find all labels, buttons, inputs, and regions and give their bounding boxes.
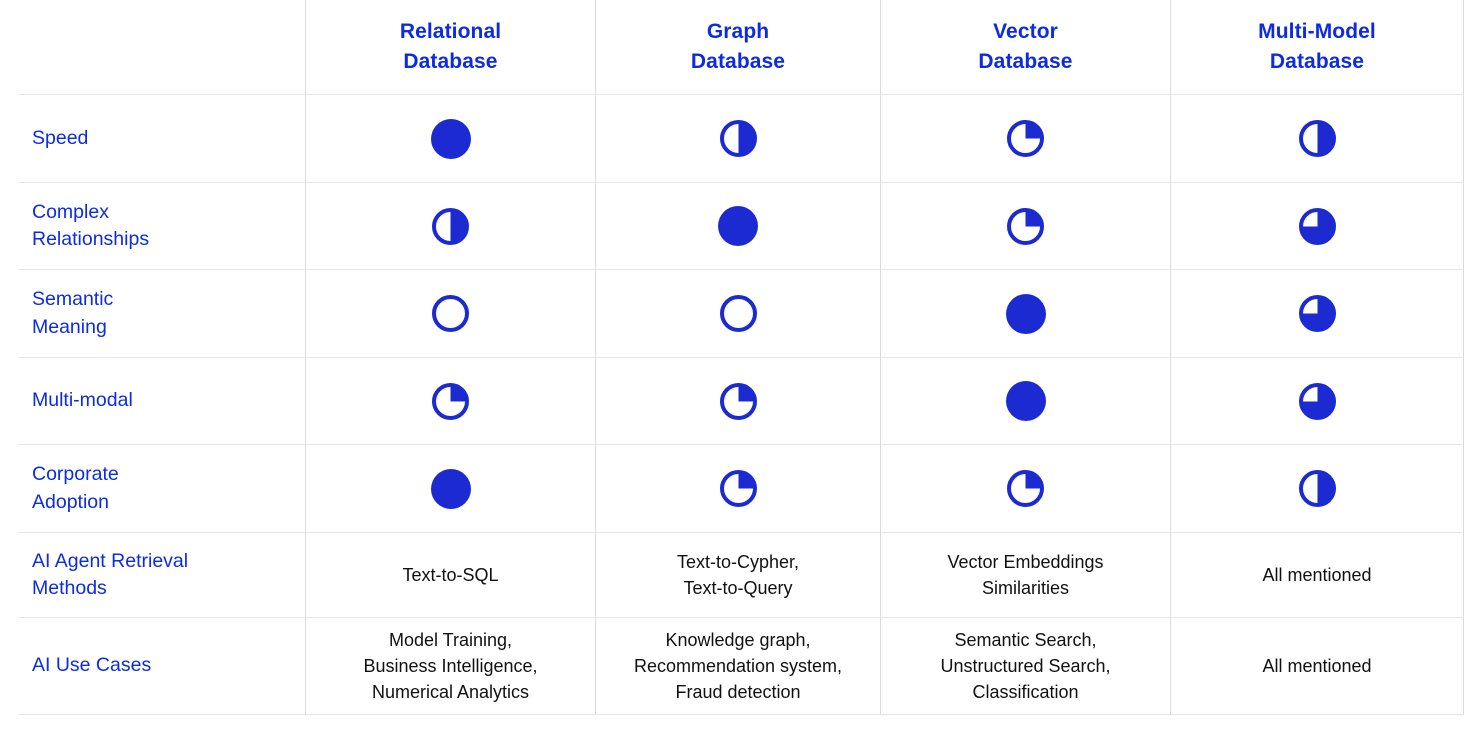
harvey-ball-cell [595, 95, 880, 183]
harvey-ball-three-quarter-icon [1298, 382, 1336, 420]
harvey-ball-quarter-icon [1007, 120, 1044, 157]
harvey-ball-full-icon [430, 118, 471, 159]
text-cell: Vector Embeddings Similarities [880, 533, 1170, 618]
harvey-ball-cell [595, 445, 880, 533]
harvey-ball-cell [1170, 358, 1464, 445]
row-label-speed: Speed [18, 95, 305, 183]
row-label-semantic-meaning: Semantic Meaning [18, 270, 305, 358]
harvey-ball-quarter-icon [1007, 470, 1044, 507]
harvey-ball-full-icon [1005, 293, 1046, 334]
harvey-ball-cell [880, 270, 1170, 358]
harvey-ball-full-icon [430, 468, 471, 509]
text-cell: Semantic Search, Unstructured Search, Cl… [880, 618, 1170, 715]
column-header-multi-model-database: Multi-Model Database [1170, 0, 1464, 95]
harvey-ball-quarter-icon [432, 382, 469, 420]
text-cell: Model Training, Business Intelligence, N… [305, 618, 595, 715]
text-cell: All mentioned [1170, 533, 1464, 618]
harvey-ball-cell [880, 358, 1170, 445]
harvey-ball-cell [880, 183, 1170, 270]
harvey-ball-cell [305, 358, 595, 445]
harvey-ball-cell [305, 270, 595, 358]
harvey-ball-cell [1170, 95, 1464, 183]
harvey-ball-full-icon [1005, 381, 1046, 421]
column-header-vector-database: Vector Database [880, 0, 1170, 95]
harvey-ball-cell [1170, 445, 1464, 533]
harvey-ball-half-icon [432, 207, 469, 245]
row-label-ai-use-cases: AI Use Cases [18, 618, 305, 715]
harvey-ball-half-icon [1298, 120, 1336, 157]
text-cell: Text-to-Cypher, Text-to-Query [595, 533, 880, 618]
text-cell: All mentioned [1170, 618, 1464, 715]
column-header-graph-database: Graph Database [595, 0, 880, 95]
harvey-ball-cell [595, 183, 880, 270]
text-cell: Knowledge graph, Recommendation system, … [595, 618, 880, 715]
row-label-ai-agent-retrieval-methods: AI Agent Retrieval Methods [18, 533, 305, 618]
harvey-ball-cell [595, 358, 880, 445]
harvey-ball-cell [880, 95, 1170, 183]
harvey-ball-empty-icon [719, 295, 757, 332]
column-header-relational-database: Relational Database [305, 0, 595, 95]
harvey-ball-three-quarter-icon [1298, 295, 1336, 332]
database-comparison-table: Relational Database Graph Database Vecto… [18, 0, 1464, 715]
harvey-ball-quarter-icon [1007, 207, 1044, 245]
harvey-ball-cell [305, 95, 595, 183]
harvey-ball-half-icon [1298, 470, 1336, 507]
row-label-corporate-adoption: Corporate Adoption [18, 445, 305, 533]
harvey-ball-cell [1170, 183, 1464, 270]
harvey-ball-empty-icon [432, 295, 469, 332]
harvey-ball-quarter-icon [719, 470, 757, 507]
harvey-ball-quarter-icon [719, 382, 757, 420]
harvey-ball-cell [880, 445, 1170, 533]
row-label-complex-relationships: Complex Relationships [18, 183, 305, 270]
row-label-multi-modal: Multi-modal [18, 358, 305, 445]
harvey-ball-half-icon [719, 120, 757, 157]
harvey-ball-cell [595, 270, 880, 358]
text-cell: Text-to-SQL [305, 533, 595, 618]
harvey-ball-cell [305, 183, 595, 270]
harvey-ball-cell [305, 445, 595, 533]
corner-cell [18, 0, 305, 95]
harvey-ball-full-icon [718, 206, 758, 246]
harvey-ball-cell [1170, 270, 1464, 358]
harvey-ball-three-quarter-icon [1298, 207, 1336, 245]
